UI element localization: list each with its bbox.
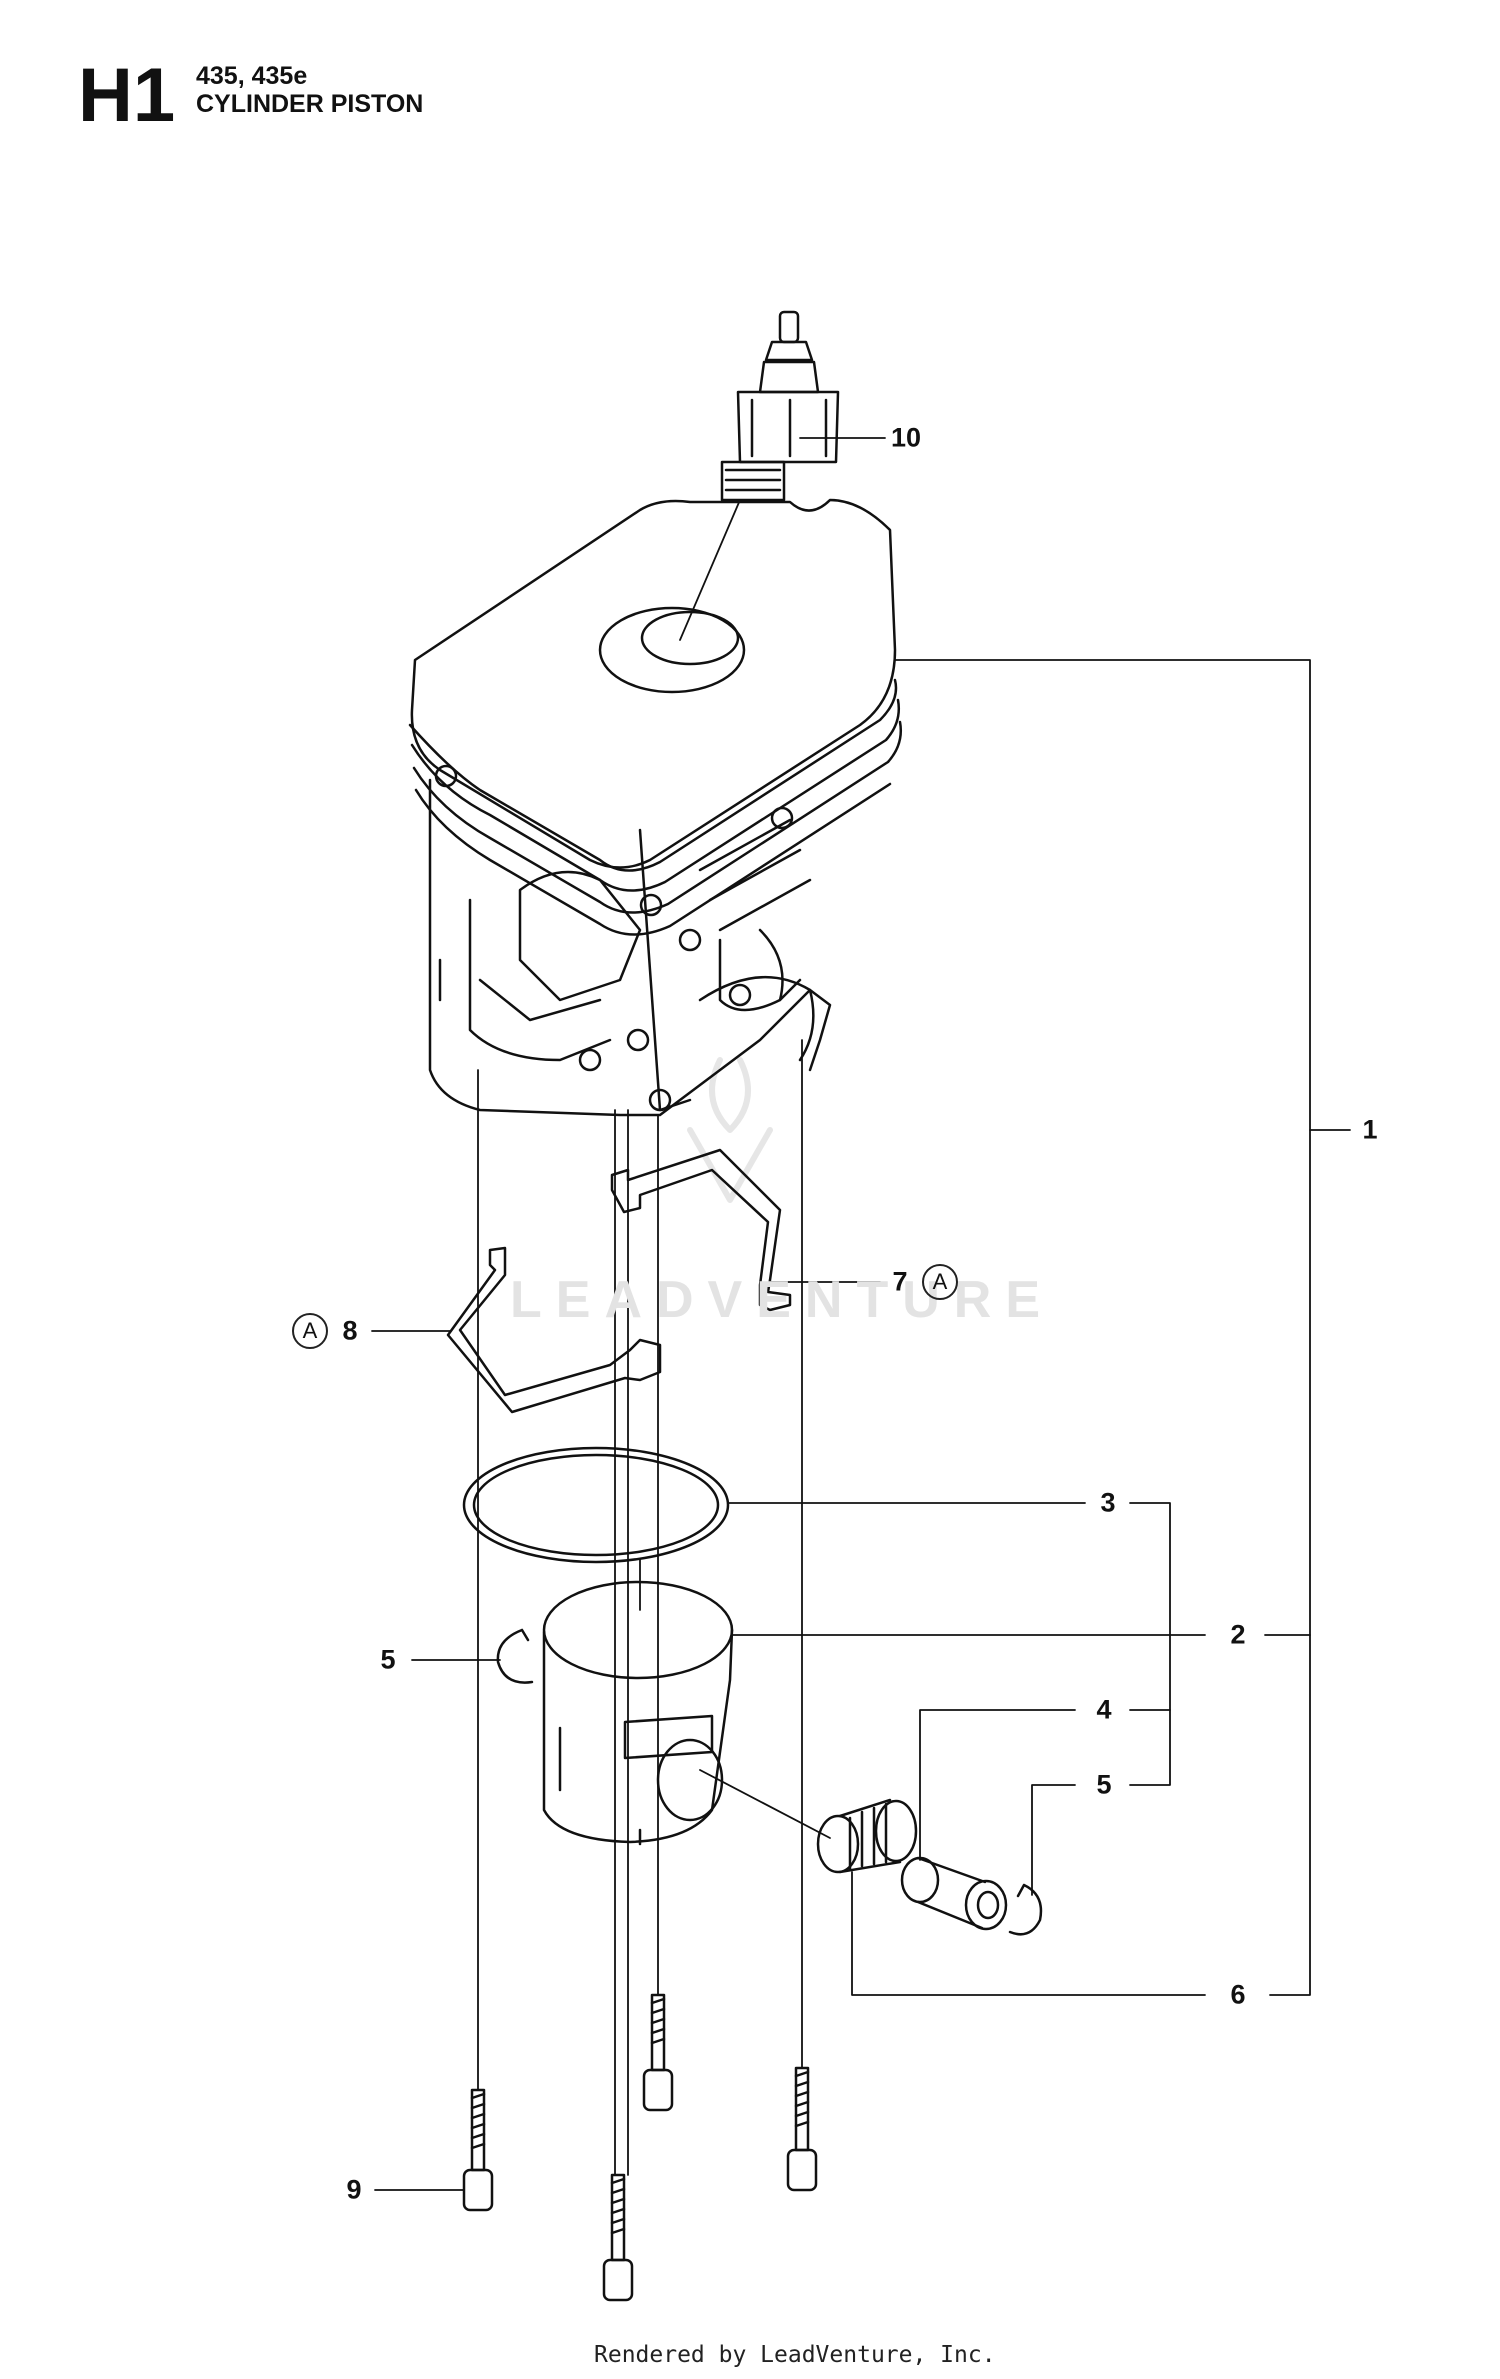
callout-7[interactable]: 7 xyxy=(892,1266,908,1297)
diagram-title: CYLINDER PISTON xyxy=(196,90,424,118)
callout-1[interactable]: 1 xyxy=(1362,1114,1378,1145)
circlip-right xyxy=(1008,1883,1043,1936)
assembly-guide-lines xyxy=(477,499,831,2176)
piston xyxy=(542,1580,734,1846)
callout-9[interactable]: 9 xyxy=(346,2174,362,2205)
reference-marker-a-right: A xyxy=(922,1264,958,1300)
spark-plug xyxy=(720,310,840,502)
model-numbers: 435, 435e xyxy=(196,62,308,90)
callout-2[interactable]: 2 xyxy=(1230,1619,1246,1650)
callout-6[interactable]: 6 xyxy=(1230,1979,1246,2010)
cylinder xyxy=(408,498,902,1117)
watermark-text: LEADVENTURE xyxy=(510,1271,1055,1329)
watermark-logo xyxy=(687,1057,773,1203)
piston-ring xyxy=(462,1446,730,1564)
piston-pin xyxy=(900,1856,1008,1931)
section-code: H1 xyxy=(78,53,176,138)
footer-credit: Rendered by LeadVenture, Inc. xyxy=(594,2342,996,2368)
reference-marker-a-left: A xyxy=(292,1313,328,1349)
leader-lines xyxy=(371,437,1351,2191)
cylinder-bolts xyxy=(462,1993,818,2302)
callout-5-left[interactable]: 5 xyxy=(380,1644,396,1675)
callout-5-right[interactable]: 5 xyxy=(1096,1769,1112,1800)
needle-bearing xyxy=(816,1798,918,1874)
callout-10[interactable]: 10 xyxy=(890,422,922,453)
callout-4[interactable]: 4 xyxy=(1096,1694,1112,1725)
cylinder-clip-8 xyxy=(446,1246,662,1414)
callout-8[interactable]: 8 xyxy=(342,1315,358,1346)
circlip-left xyxy=(496,1628,534,1684)
callout-3[interactable]: 3 xyxy=(1100,1487,1116,1518)
